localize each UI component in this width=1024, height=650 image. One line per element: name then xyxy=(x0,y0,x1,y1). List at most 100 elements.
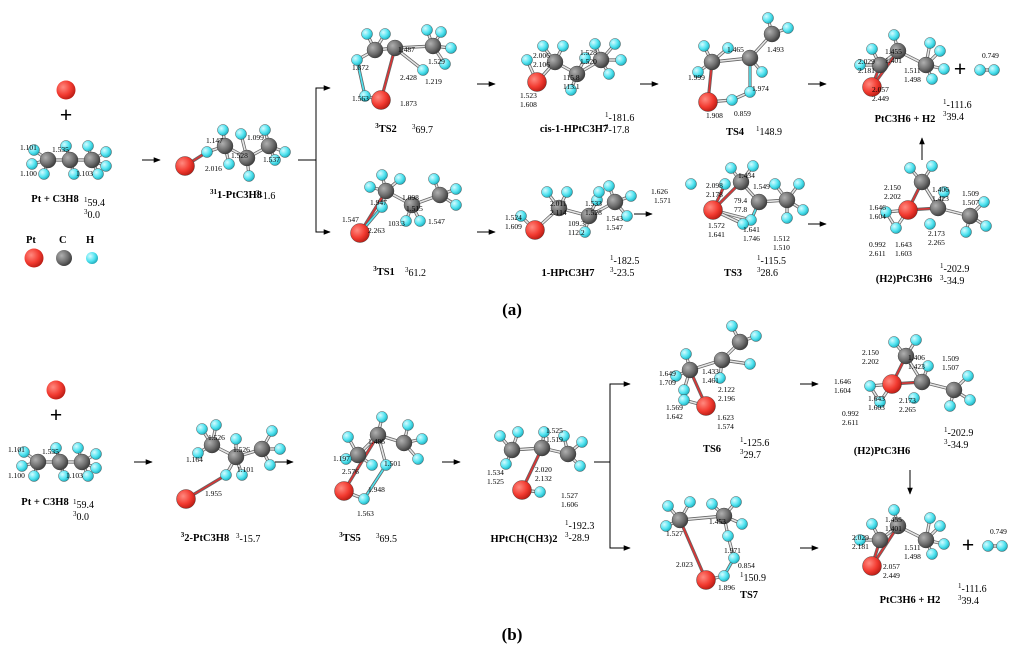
a-s1-b1: 1.147 xyxy=(206,136,223,145)
a-ts1-pt-atom xyxy=(350,223,370,243)
a-hpt-e1: 1-182.5 xyxy=(610,254,639,267)
a-reactant-c-atom xyxy=(39,151,57,169)
a-prod-c-atom xyxy=(917,56,935,74)
b-h2pt-b6: 1.507 xyxy=(942,363,959,372)
a-ts4-h-atom xyxy=(698,40,710,52)
a-h2pt-h-atom xyxy=(938,186,950,198)
b-ts6-b10: 1.574 xyxy=(717,422,734,431)
a-h2pt-c-atom xyxy=(961,207,979,225)
b-h2pt-h-atom xyxy=(864,380,876,392)
b-ts6-b3: 1.649 xyxy=(659,369,676,378)
b-hptch-b3: 1.534 xyxy=(487,468,504,477)
b-ts7-c-atom xyxy=(715,507,733,525)
b-hptch-b8: 1.606 xyxy=(561,500,578,509)
a-h2pt-h-atom xyxy=(960,226,972,238)
b-prod-b8: 2.449 xyxy=(883,571,900,580)
a-ts2-h-atom xyxy=(435,26,447,38)
b-h2pt-h-atom xyxy=(944,400,956,412)
a-prod-b3: 2.029 xyxy=(858,57,875,66)
a-hpt-h-atom xyxy=(561,186,573,198)
a-s1-b3: 2.016 xyxy=(205,164,222,173)
a-s1-pt-atom xyxy=(175,156,195,176)
a-h2pt-b12: 2.611 xyxy=(869,249,886,258)
a-prod-b7: 2.057 xyxy=(872,85,889,94)
b-h2pt-h-atom xyxy=(908,392,920,404)
panel-a-label: (a) xyxy=(502,300,522,319)
a-ts4-h-atom xyxy=(762,12,774,24)
a-cis-e1: 1-181.6 xyxy=(605,111,634,124)
a-ts1-name: 3TS1 xyxy=(373,265,395,278)
a-ts4-c-atom xyxy=(741,49,759,67)
a-h2pt-b7: 1.646 xyxy=(869,203,886,212)
a-cis-h-atom xyxy=(603,68,615,80)
a-cis-h-atom xyxy=(521,54,533,66)
b-hptch-e3: 3-28.9 xyxy=(565,531,589,544)
a-reactant-h-atom xyxy=(92,168,104,180)
a-h2pt-b8: 1.604 xyxy=(869,212,886,221)
b-s2-name: 32-PtC3H8 xyxy=(181,531,229,544)
b-prod-b1: 1.455 xyxy=(885,515,902,524)
b-ts5-h-atom xyxy=(412,453,424,465)
a-prod-h-atom xyxy=(888,29,900,41)
pt-atom xyxy=(46,380,66,400)
a-ts1-h-atom xyxy=(364,181,376,193)
b-ts6-b4: 1.709 xyxy=(659,378,676,387)
a-ts3-h-atom xyxy=(719,178,731,190)
a-cis-h-atom xyxy=(609,38,621,50)
b-h2pt-c-atom xyxy=(913,373,931,391)
b-ts6-pt-atom xyxy=(696,396,716,416)
a-ts3-b2: 1.549 xyxy=(753,182,770,191)
a-h2pt-b10: 2.265 xyxy=(928,238,945,247)
b-h2pt-b5: 1.509 xyxy=(942,354,959,363)
b-ts7-h-atom xyxy=(736,518,748,530)
a-cis-pt-atom xyxy=(527,72,547,92)
b-reactant-h-atom xyxy=(82,470,94,482)
b-h2pt-b2: 2.202 xyxy=(862,357,879,366)
b-ts6-name: TS6 xyxy=(703,444,721,455)
a-s1-h-atom xyxy=(223,158,235,170)
a-cis-h-atom xyxy=(557,40,569,52)
b-ts7-h-atom xyxy=(722,530,734,542)
a-ts1-b6: 103.3 xyxy=(388,219,405,228)
b-ts5-c-atom xyxy=(349,446,367,464)
a-reactant-h-atom xyxy=(60,140,72,152)
b-s2-c-atom xyxy=(253,440,271,458)
a-ts1-c-atom xyxy=(431,186,449,204)
b-prod-b4: 2.181 xyxy=(852,542,869,551)
a-ts3-c-atom xyxy=(778,191,796,209)
a-cis-b8: 1.608 xyxy=(520,100,537,109)
a-ts4-name: TS4 xyxy=(726,127,745,138)
a-h2-b: 0.749 xyxy=(982,51,999,60)
a-h2-h-atom xyxy=(974,64,986,76)
b-prod-c-atom xyxy=(871,531,889,549)
b-ts6-c-atom xyxy=(731,333,749,351)
a-ts3-b8: 77.8 xyxy=(734,205,747,214)
legend-c-atom xyxy=(56,250,72,266)
b-s2-c-atom xyxy=(227,448,245,466)
a-ts3-h-atom xyxy=(781,212,793,224)
b-prod-pt-atom xyxy=(862,556,882,576)
b-hptch-b5: 2.020 xyxy=(535,465,552,474)
a-s1-h-atom xyxy=(243,170,255,182)
b-ts7-h-atom xyxy=(662,500,674,512)
b-prod-h-atom xyxy=(854,534,866,546)
b-ts6-h-atom xyxy=(680,348,692,360)
a-ts2-b2: 1.529 xyxy=(428,57,445,66)
a-cis-b3: 1.528 xyxy=(580,48,597,57)
b-hptch-b1: 1.525 xyxy=(546,426,563,435)
a-s1-name: 311-PtC3H8 xyxy=(210,188,262,201)
a-ts1-b4: 1.547 xyxy=(428,217,445,226)
a-ts3-name: TS3 xyxy=(724,268,742,279)
a-ts1-h-atom xyxy=(428,173,440,185)
b-h2pt-h-atom xyxy=(964,394,976,406)
a-s1-e3: 3-1.6 xyxy=(256,189,275,202)
a-reactant-c-atom xyxy=(61,151,79,169)
b-ts7-b2: 1.527 xyxy=(666,529,683,538)
b-ts5-b2: 1.197 xyxy=(333,454,350,463)
a-hpt-h-atom xyxy=(603,180,615,192)
a-prod-b5: 1.511 xyxy=(904,66,921,75)
b-s2-b5: 1.955 xyxy=(205,489,222,498)
a-ts3-b14: 1.510 xyxy=(773,243,790,252)
b-ts5-h-atom xyxy=(342,431,354,443)
b-ts6-h-atom xyxy=(744,358,756,370)
